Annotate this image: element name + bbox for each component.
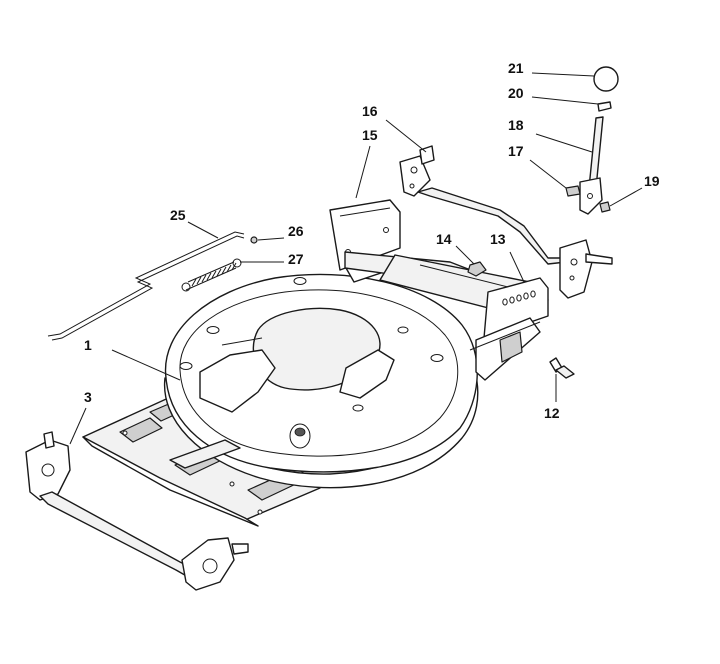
callout-3: 3: [84, 389, 92, 405]
callout-1: 1: [84, 337, 92, 353]
callout-16: 16: [362, 103, 378, 119]
callout-26: 26: [288, 223, 304, 239]
leader-lines: [69, 72, 643, 445]
callout-12: 12: [544, 405, 560, 421]
callout-19: 19: [644, 173, 660, 189]
callout-21: 21: [508, 60, 524, 76]
front-lift-rod: [25, 431, 249, 591]
callout-labels: 21 20 18 17 19 16 15 14 13 25 26 27 1 3 …: [84, 60, 660, 421]
loose-hardware: [467, 261, 575, 379]
rear-height-bracket: [329, 199, 549, 381]
callout-17: 17: [508, 143, 524, 159]
spring-wire-link: [47, 231, 258, 341]
rear-lift-rod: [399, 145, 613, 299]
cutting-deck: [163, 257, 479, 489]
callout-13: 13: [490, 231, 506, 247]
callout-18: 18: [508, 117, 524, 133]
callout-14: 14: [436, 231, 452, 247]
height-lever: [565, 66, 619, 215]
callout-20: 20: [508, 85, 524, 101]
callout-25: 25: [170, 207, 186, 223]
callout-27: 27: [288, 251, 304, 267]
callout-15: 15: [362, 127, 378, 143]
